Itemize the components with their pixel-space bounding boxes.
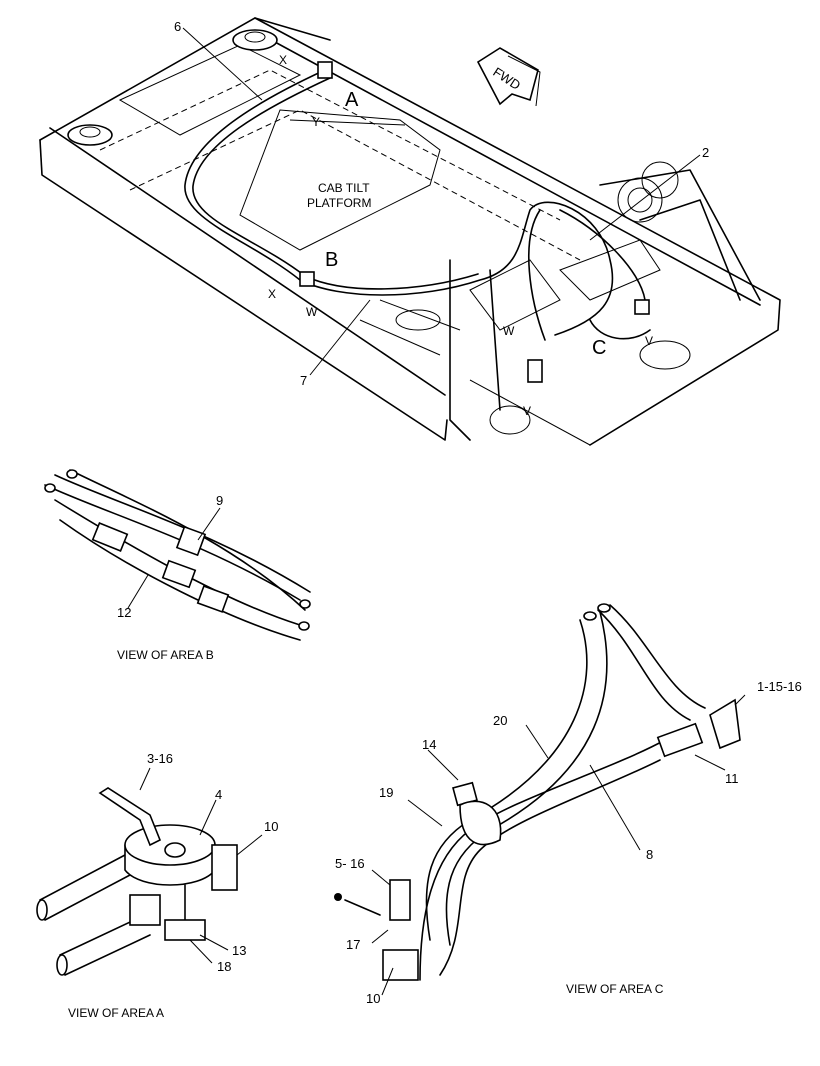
fitting-w	[527, 359, 543, 383]
platform-label-line1: CAB TILT	[318, 181, 370, 195]
callout-10-area-c: 10	[366, 991, 381, 1006]
callout-7: 7	[300, 373, 308, 388]
caption-area-b: VIEW OF AREA B	[117, 648, 214, 662]
callout-13: 13	[232, 943, 247, 958]
point-y-top: Y	[312, 115, 321, 129]
callout-2: 2	[702, 145, 710, 160]
cab-mount-left	[67, 124, 113, 146]
frame-main	[39, 17, 781, 446]
clamp-area-b	[299, 271, 315, 287]
area-b-label: B	[325, 249, 339, 271]
point-x-top: X	[279, 53, 288, 67]
callout-20: 20	[493, 713, 508, 728]
callout-19: 19	[379, 785, 394, 800]
fwd-arrow-icon	[476, 47, 541, 107]
clamp-area-a	[317, 61, 333, 79]
point-w-left: W	[306, 305, 318, 319]
caption-area-c: VIEW OF AREA C	[566, 982, 664, 996]
view-area-c	[334, 603, 746, 996]
view-area-b	[44, 469, 311, 641]
point-w-right: W	[503, 324, 515, 338]
callout-12: 12	[117, 605, 132, 620]
caption-area-a: VIEW OF AREA A	[68, 1006, 165, 1020]
callout-3-16: 3-16	[147, 751, 174, 766]
callout-4: 4	[215, 787, 223, 802]
cab-mount-right	[232, 29, 278, 51]
area-c-label: C	[592, 337, 607, 359]
point-v-right: V	[645, 334, 654, 348]
callout-14: 14	[422, 737, 437, 752]
callout-5-16: 5- 16	[335, 856, 365, 871]
callout-9: 9	[216, 493, 224, 508]
point-v-bottom: V	[523, 404, 532, 418]
platform-label-line2: PLATFORM	[307, 196, 372, 210]
callout-11: 11	[725, 771, 739, 786]
point-x-bottom: X	[268, 287, 277, 301]
callout-8: 8	[646, 847, 654, 862]
callout-18: 18	[217, 959, 232, 974]
callout-10-area-a: 10	[264, 819, 279, 834]
callout-6: 6	[174, 19, 182, 34]
view-area-a	[36, 767, 263, 976]
callout-17: 17	[346, 937, 361, 952]
callout-1-15-16: 1-15-16	[757, 679, 802, 694]
valve-handle	[98, 787, 162, 847]
clamp-area-c	[634, 299, 650, 315]
area-a-label: A	[345, 89, 359, 111]
